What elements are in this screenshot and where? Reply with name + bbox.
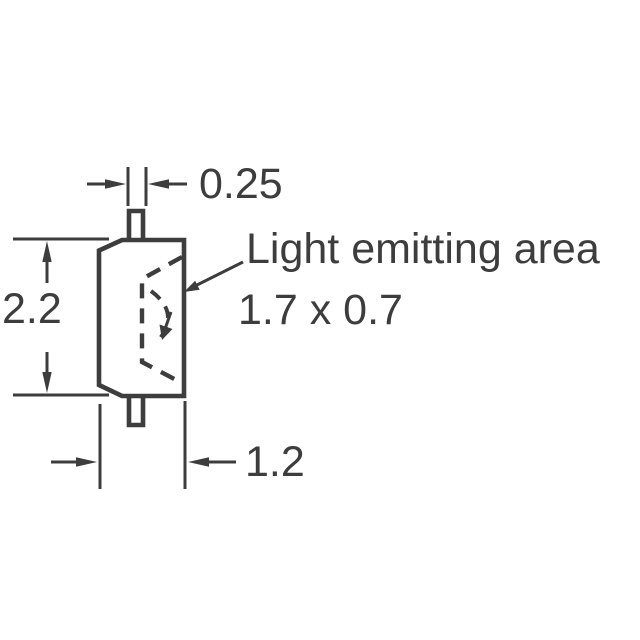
- body-width-arrowhead-left-icon: [76, 457, 97, 467]
- inner-direction-arrow-shaft: [163, 311, 173, 330]
- emitting-area-dashed-trapezoid: [139, 255, 184, 385]
- body-height-label: 2.2: [2, 285, 62, 333]
- inner-direction-arrowhead-icon: [159, 324, 173, 340]
- light-emitting-area-outline: [139, 255, 184, 385]
- lead-width-arrowhead-left-icon: [105, 179, 126, 189]
- inner-direction-arrow: [159, 311, 173, 340]
- body-width-label: 1.2: [245, 438, 305, 486]
- callout-text-line2: 1.7 x 0.7: [238, 286, 403, 334]
- dimension-body-width: 1.2: [51, 401, 305, 489]
- light-emitting-area-callout: Light emitting area 1.7 x 0.7: [184, 225, 600, 334]
- dimension-lead-width: 0.25: [87, 160, 283, 208]
- callout-leader-line: [192, 260, 244, 289]
- lead-width-label: 0.25: [199, 160, 283, 208]
- body-outline: [96, 237, 187, 399]
- top-lead: [126, 208, 146, 239]
- body-width-arrowhead-right-icon: [188, 457, 209, 467]
- callout-text-line1: Light emitting area: [246, 225, 600, 273]
- callout-leader-arrowhead-icon: [184, 280, 200, 292]
- package-outline: [96, 208, 187, 428]
- dimension-body-height: 2.2: [2, 237, 109, 397]
- bottom-lead: [126, 397, 146, 428]
- lead-width-arrowhead-right-icon: [148, 179, 169, 189]
- body-height-arrowhead-bottom-icon: [42, 372, 52, 393]
- body-height-arrowhead-top-icon: [42, 241, 52, 262]
